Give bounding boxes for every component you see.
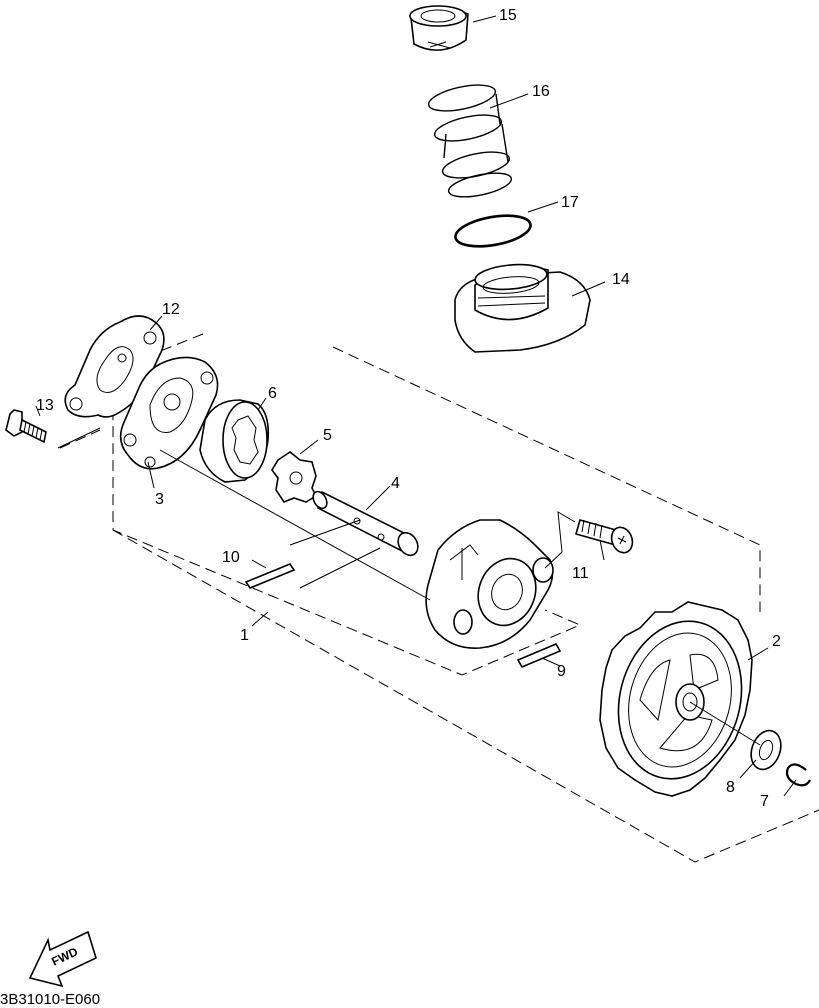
pump-body [425,519,554,649]
callout-13: 13 [36,397,54,414]
callout-4: 4 [391,475,400,492]
part-7-circlip [785,763,811,787]
part-10-pin [244,563,296,589]
callout-11: 11 [572,565,589,582]
part-3-cover-plate [119,356,219,470]
assembly-dashed-outline [59,333,819,863]
callout-2: 2 [772,633,781,650]
part-13-screw [5,409,47,444]
part-6-outer-rotor [199,399,270,483]
part-8-washer [750,729,782,771]
callout-7: 7 [760,793,769,810]
callout-1: 1 [240,627,249,644]
callout-12: 12 [162,301,180,318]
fwd-arrow-icon: FWD [28,930,97,988]
leader-lines [35,15,797,797]
part-15-cap [409,5,469,51]
callout-10: 10 [222,549,240,566]
part-11-bolt [575,519,634,554]
callout-16: 16 [532,83,550,100]
part-17-o-ring [454,214,532,248]
part-9-pin [516,642,562,669]
callout-8: 8 [726,779,735,796]
callout-17: 17 [561,194,579,211]
part-16-spring [427,84,513,198]
callout-9: 9 [557,663,566,680]
callout-6: 6 [268,385,277,402]
part-5-inner-rotor [271,451,318,503]
callout-3: 3 [155,491,164,508]
part-4-shaft [312,490,419,557]
callout-15: 15 [499,7,517,24]
callout-5: 5 [323,427,332,444]
callout-labels: 1 2 3 4 5 6 7 8 9 10 11 12 13 14 15 16 1… [36,7,781,810]
callout-14: 14 [612,271,630,288]
drawing-code: 3B31010-E060 [0,991,100,1008]
part-2-gear [599,601,753,797]
part-14-housing-plug [454,263,591,353]
